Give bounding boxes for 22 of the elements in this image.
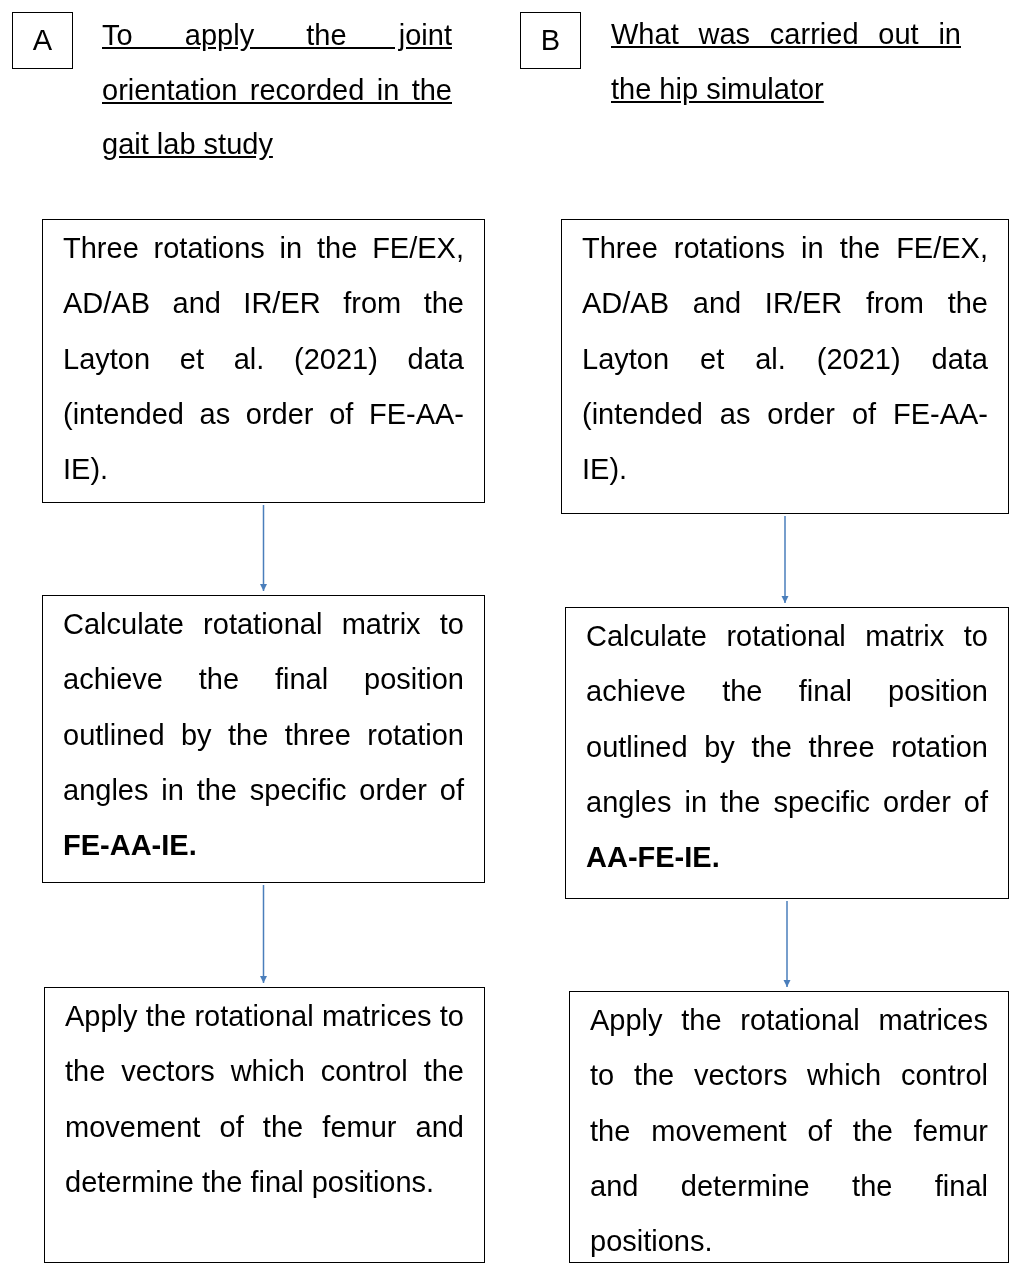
panel-letter-box — [520, 12, 581, 69]
step-text: Three rotations in the FE/EX, AD/AB and IR/ER from the Layton et al. (2021) data (intended as order of FE-AA-IE). — [582, 232, 988, 486]
process-box — [42, 219, 485, 503]
step-text: Three rotations in the FE/EX, AD/AB and IR/ER from the Layton et al. (2021) data (intended as order of FE-AA-IE). — [63, 232, 464, 486]
process-box — [569, 991, 1009, 1263]
panel-letter-box — [12, 12, 73, 69]
process-box — [44, 987, 485, 1263]
process-box — [561, 219, 1009, 514]
arrow — [259, 504, 268, 592]
arrow — [259, 884, 268, 984]
step-text: Calculate rotational matrix to achieve the final position outlined by the three rotation angles in the specific order of AA-FE-IE. — [586, 620, 988, 874]
step-text: Apply the rotational matrices to the vectors which control the movement of the femur and determine the final positions. — [590, 1004, 988, 1258]
process-box — [42, 595, 485, 883]
heading-text: To apply the joint orientation recorded in the gait lab study — [102, 18, 452, 162]
arrow — [783, 900, 791, 988]
process-box — [565, 607, 1009, 899]
panel-letter: A — [32, 24, 53, 57]
step-text: Calculate rotational matrix to achieve the final position outlined by the three rotation angles in the specific order of FE-AA-IE. — [63, 608, 464, 862]
panel-letter: B — [540, 24, 561, 57]
arrow — [781, 515, 789, 604]
heading-text: What was carried out in the hip simulator — [611, 17, 961, 107]
step-text: Apply the rotational matrices to the vectors which control the movement of the femur and determine the final positions. — [65, 1000, 464, 1198]
